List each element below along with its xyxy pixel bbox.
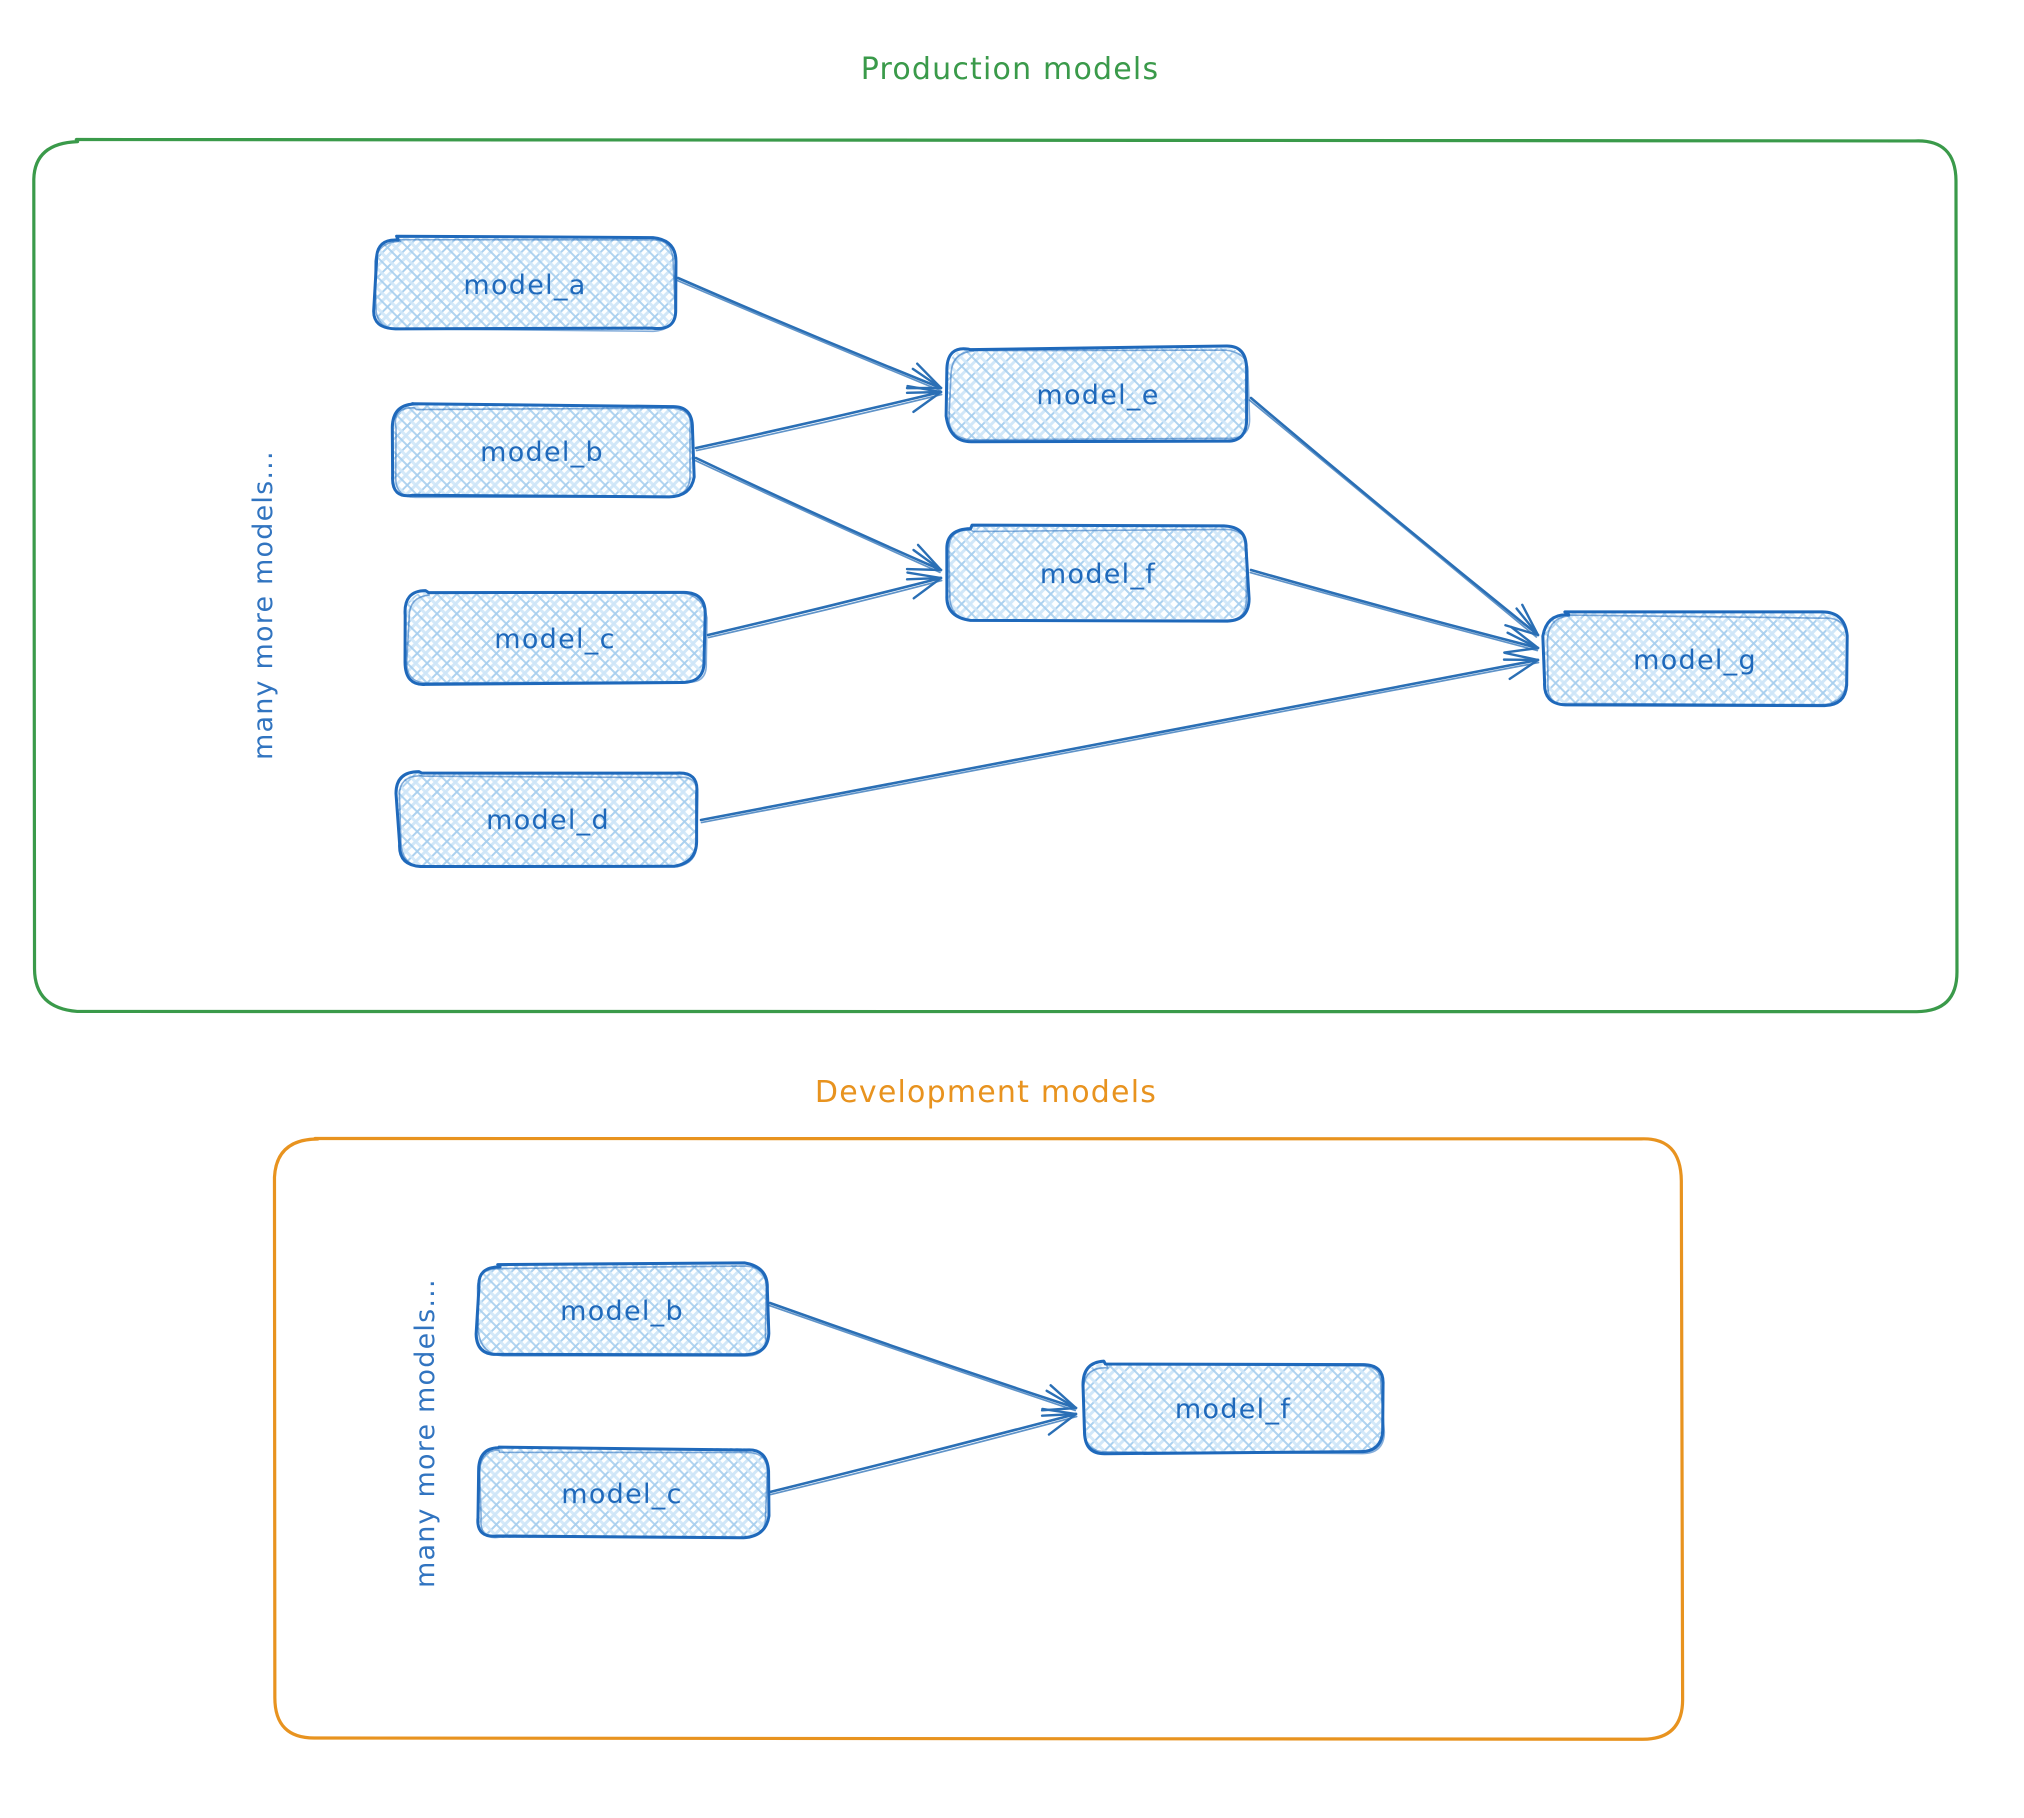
node-hatch-b — [948, 348, 1248, 440]
node-dev_model_f[interactable]: model_f — [1081, 1359, 1386, 1456]
node-hatch-b — [477, 1448, 767, 1538]
side-label-production: many more models... — [248, 450, 279, 760]
edge-edge-a-e — [676, 276, 943, 392]
node-prod_model_g[interactable]: model_g — [1541, 610, 1849, 708]
node-border — [372, 234, 678, 331]
node-label: model_f — [1175, 1394, 1291, 1425]
node-border-overdraw — [406, 592, 708, 684]
node-border-overdraw — [394, 407, 692, 499]
edge-edge-b-e — [694, 384, 943, 452]
edge-stroke — [706, 576, 943, 637]
edge-stroke — [707, 579, 943, 639]
node-prod_model_a[interactable]: model_a — [372, 234, 678, 333]
node-hatch-b — [1545, 613, 1845, 705]
edge-edge-e-g — [1248, 396, 1540, 638]
arrowhead-barb — [1047, 1412, 1078, 1436]
edge-edge-b-f — [694, 456, 943, 574]
arrowhead-barb — [1506, 631, 1540, 650]
node-hatch-b — [1083, 1363, 1383, 1453]
node-label: model_d — [486, 805, 610, 836]
edge-stroke — [700, 661, 1540, 824]
node-label: model_b — [560, 1296, 684, 1327]
node-hatch-b — [477, 1265, 767, 1355]
node-dev_model_c[interactable]: model_c — [476, 1445, 771, 1540]
edge-edge-d-g — [699, 651, 1540, 824]
arrowhead-barb — [912, 548, 943, 572]
edge-stroke — [1248, 399, 1538, 638]
node-border-overdraw — [1546, 614, 1848, 706]
edge-stroke — [694, 456, 943, 572]
edge-stroke — [1249, 571, 1539, 652]
arrowhead-barb — [1040, 1412, 1078, 1417]
node-hatch-b — [375, 238, 675, 330]
node-hatch-b — [398, 773, 698, 865]
arrowhead-barb — [1503, 646, 1540, 654]
node-border-overdraw — [948, 349, 1251, 441]
node-hatch-b — [948, 527, 1248, 619]
arrowhead-barb — [905, 576, 943, 581]
node-prod_model_e[interactable]: model_e — [944, 344, 1251, 444]
arrowhead-barb — [1045, 1389, 1078, 1410]
node-border — [403, 589, 707, 686]
edge-edge-devb-devf — [768, 1301, 1078, 1412]
arrowhead-barb — [911, 367, 943, 390]
arrowhead-barb — [1515, 607, 1540, 637]
arrowhead-barb — [1508, 658, 1540, 681]
edge-stroke — [676, 276, 943, 390]
group-container-development — [272, 1136, 1685, 1741]
edge-stroke — [694, 459, 941, 574]
node-border-overdraw — [478, 1449, 769, 1539]
edge-stroke — [1249, 568, 1540, 650]
edge-stroke — [695, 393, 943, 452]
node-border — [390, 402, 696, 499]
arrowhead-barb — [912, 576, 943, 600]
edge-stroke — [768, 1412, 1078, 1494]
node-label: model_f — [1040, 559, 1156, 590]
edge-stroke — [676, 279, 941, 392]
node-label: model_e — [1036, 380, 1159, 411]
edge-stroke — [769, 1415, 1078, 1496]
arrowhead-barb — [905, 390, 943, 395]
edge-stroke — [768, 1304, 1077, 1412]
edge-edge-devc-devf — [768, 1407, 1078, 1496]
arrowhead-barb — [905, 567, 943, 572]
node-label: model_g — [1633, 645, 1757, 676]
node-border-overdraw — [476, 1265, 767, 1357]
edge-stroke — [768, 1301, 1078, 1410]
arrowhead-barb — [912, 390, 943, 414]
edge-edge-c-f — [706, 571, 943, 639]
edge-stroke — [699, 658, 1540, 822]
node-prod_model_d[interactable]: model_d — [394, 770, 699, 869]
node-dev_model_b[interactable]: model_b — [474, 1261, 771, 1357]
node-prod_model_f[interactable]: model_f — [945, 523, 1251, 623]
node-border — [944, 344, 1249, 444]
edge-edge-f-g — [1249, 568, 1540, 654]
node-prod_model_b[interactable]: model_b — [390, 402, 696, 499]
node-border-overdraw — [1082, 1363, 1386, 1455]
edge-stroke — [694, 390, 943, 450]
node-hatch-b — [405, 592, 705, 684]
group-container-production — [32, 137, 1959, 1014]
node-border-overdraw — [374, 238, 676, 333]
group-title-development: Development models — [814, 1075, 1158, 1110]
node-label: model_c — [561, 1479, 683, 1510]
node-border-overdraw — [948, 528, 1248, 622]
side-label-development: many more models... — [410, 1278, 441, 1588]
node-border — [1541, 610, 1849, 708]
node-label: model_b — [480, 437, 604, 468]
node-hatch-b — [392, 405, 692, 497]
node-prod_model_c[interactable]: model_c — [403, 589, 708, 686]
group-title-production: Production models — [860, 52, 1160, 87]
node-border-overdraw — [398, 775, 699, 868]
node-label: model_a — [463, 270, 586, 301]
edge-stroke — [1249, 396, 1540, 637]
node-label: model_c — [494, 624, 616, 655]
